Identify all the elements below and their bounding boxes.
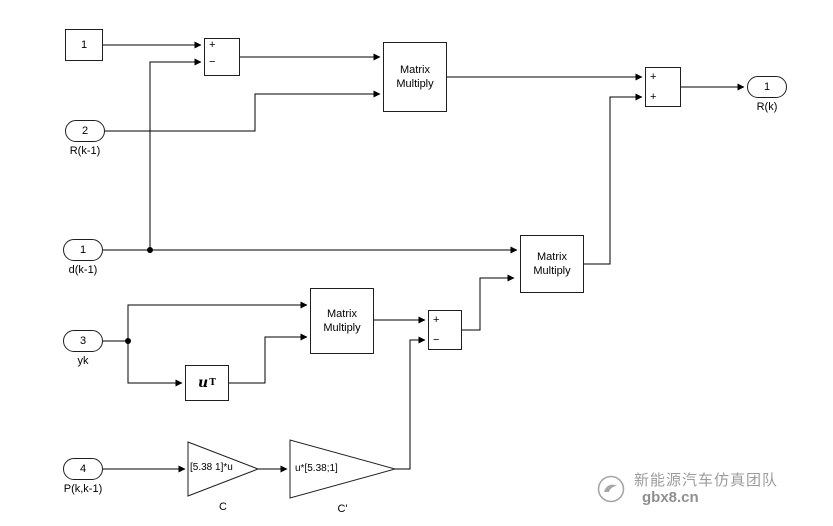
u-transpose-base: u — [198, 375, 209, 391]
gain-c-transpose-expression: u*[5.38;1] — [295, 463, 338, 474]
wire-R-to-matmul-top[interactable] — [105, 90, 381, 132]
wire-yk-to-transpose[interactable] — [127, 341, 183, 387]
inport-Pkk1[interactable]: 4 — [63, 458, 103, 480]
inport-number: 2 — [81, 125, 89, 137]
wire-yk-to-matmul-low[interactable] — [127, 301, 308, 341]
inport-number: 1 — [79, 244, 87, 256]
sum-sign-plus: + — [209, 39, 216, 51]
matrix-multiply-label: Matrix Multiply — [323, 307, 361, 334]
sum-block-output[interactable]: + + — [645, 67, 681, 107]
sum-sign-minus: − — [209, 56, 216, 68]
branch-dot — [147, 247, 153, 253]
inport-dk1-label: d(k-1) — [68, 264, 98, 276]
gain-c-label: C — [219, 501, 227, 513]
sum-sign-plus: + — [650, 71, 657, 83]
inport-number: 4 — [79, 463, 87, 475]
wire-d-branch-to-sum[interactable] — [149, 58, 202, 250]
watermark-logo-icon — [597, 475, 625, 503]
sum-sign-plus: + — [650, 91, 657, 103]
inport-Pkk1-label: P(k,k-1) — [63, 483, 103, 495]
sum-sign-minus: − — [433, 334, 440, 346]
sum-block-top[interactable]: + − — [204, 38, 240, 76]
inport-yk[interactable]: 3 — [63, 330, 103, 352]
matrix-multiply-label: Matrix Multiply — [396, 63, 434, 90]
inport-number: 3 — [79, 335, 87, 347]
matrix-multiply-block-top[interactable]: Matrix Multiply — [383, 42, 447, 112]
watermark-site-url: gbx8.cn — [642, 489, 699, 507]
inport-Rk1-label: R(k-1) — [69, 145, 101, 157]
gain-c-expression: [5.38 1]*u — [190, 462, 233, 473]
wire-gain-ct-to-sum-err[interactable] — [395, 336, 426, 470]
inport-Rk1[interactable]: 2 — [65, 120, 105, 142]
sum-block-error[interactable]: + − — [428, 310, 462, 350]
sum-sign-plus: + — [433, 314, 440, 326]
watermark: 新能源汽车仿真团队 gbx8.cn — [596, 472, 778, 507]
wire-matmul-mid-to-sum-out[interactable] — [584, 93, 643, 265]
outport-Rk-label: R(k) — [756, 101, 778, 113]
branch-dot — [125, 338, 131, 344]
matrix-multiply-block-lower[interactable]: Matrix Multiply — [310, 288, 374, 354]
gain-block-c[interactable] — [187, 441, 260, 497]
matrix-multiply-label: Matrix Multiply — [533, 250, 571, 277]
matrix-multiply-block-middle[interactable]: Matrix Multiply — [520, 235, 584, 293]
wire-transpose-to-matmul-low[interactable] — [229, 333, 308, 384]
outport-number: 1 — [763, 81, 771, 93]
outport-Rk[interactable]: 1 — [747, 76, 787, 98]
watermark-team-name: 新能源汽车仿真团队 — [634, 472, 779, 489]
constant-block[interactable]: 1 — [65, 29, 103, 61]
u-transpose-sup: T — [209, 378, 216, 388]
gain-c-transpose-label: C' — [337, 503, 348, 515]
inport-dk1[interactable]: 1 — [63, 239, 103, 261]
wire-sum-err-to-matmul-mid[interactable] — [462, 274, 515, 331]
gain-block-c-transpose[interactable] — [289, 439, 397, 499]
inport-yk-label: yk — [77, 355, 89, 367]
